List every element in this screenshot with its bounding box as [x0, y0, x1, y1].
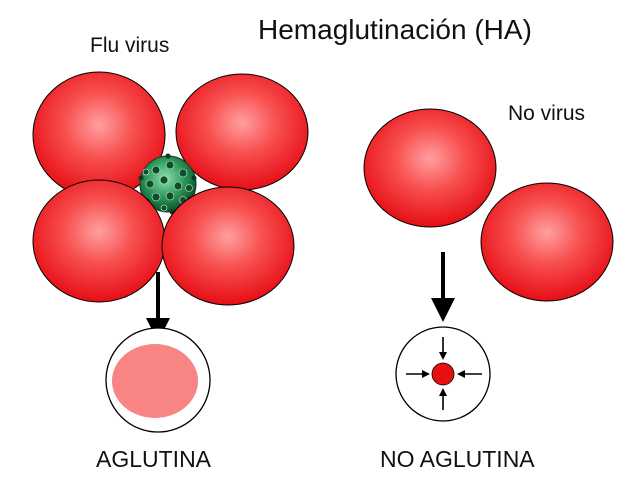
red-blood-cell-bottom-right: [161, 186, 295, 306]
virus-icon: [138, 153, 197, 215]
agglutinated-cluster: [32, 71, 309, 306]
separate-cells: [363, 108, 614, 302]
no-virus-label: No virus: [508, 102, 586, 125]
well-no-agglutination: [395, 326, 491, 422]
aglutina-label: AGLUTINA: [96, 446, 212, 472]
diffuse-agglutinate: [112, 344, 198, 418]
red-blood-cell-upper: [363, 108, 497, 228]
flu-virus-label: Flu virus: [90, 34, 170, 57]
no-aglutina-label: NO AGLUTINA: [380, 446, 535, 472]
red-blood-cell-lower: [480, 182, 614, 302]
red-blood-cell-bottom-left: [32, 179, 166, 303]
red-blood-cell-top-right: [175, 73, 309, 191]
red-cell-pellet: [431, 362, 455, 386]
well-agglutination: [105, 327, 211, 433]
diagram-title: Hemaglutinación (HA): [258, 14, 532, 45]
